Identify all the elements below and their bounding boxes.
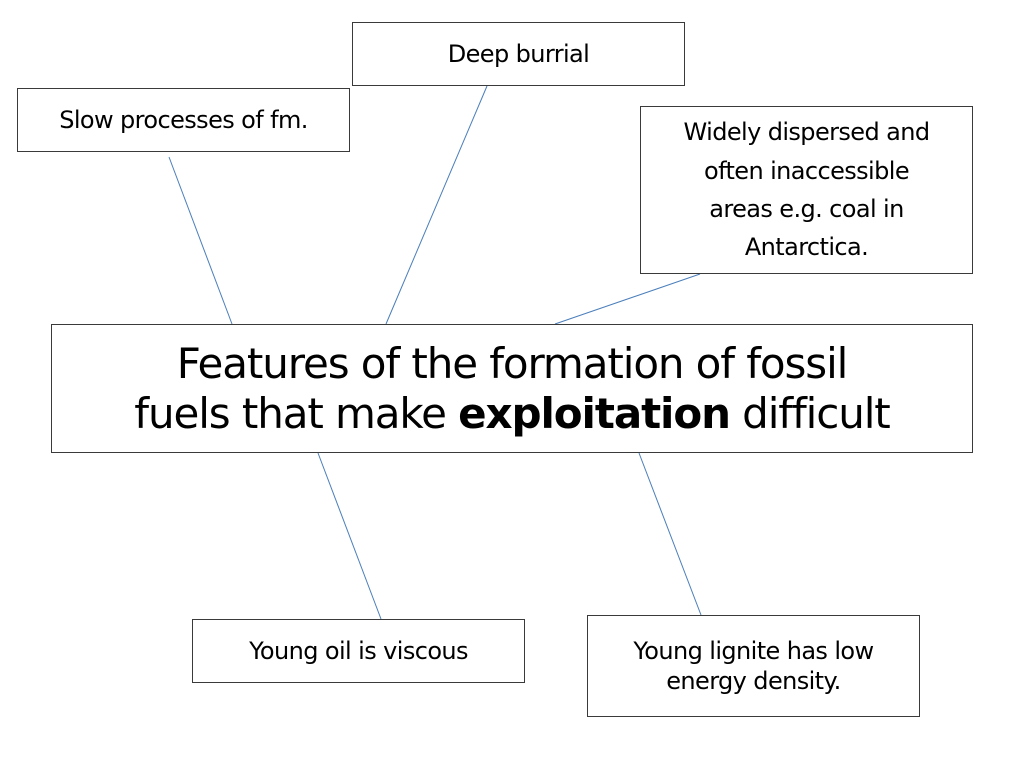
node-young-oil: Young oil is viscous: [192, 619, 525, 683]
node-young-lignite-text: Young lignite has low energy density.: [633, 637, 874, 695]
node-young-oil-text: Young oil is viscous: [249, 637, 468, 665]
connector-slow-processes: [168, 156, 233, 325]
node-slow-processes-text: Slow processes of fm.: [59, 106, 308, 134]
node-deep-burrial: Deep burrial: [352, 22, 685, 86]
connector-deep-burrial: [385, 85, 488, 325]
connector-young-oil: [317, 452, 382, 620]
central-bold-word: exploitation: [458, 388, 731, 438]
node-deep-burrial-text: Deep burrial: [447, 40, 590, 68]
central-line-2-start: fuels that make: [134, 388, 459, 438]
node-widely-dispersed: Widely dispersed and often inaccessible …: [640, 106, 973, 274]
connector-widely-dispersed: [554, 273, 701, 325]
central-line-1: Features of the formation of fossil: [176, 338, 849, 388]
connector-young-lignite: [638, 452, 702, 616]
node-young-lignite: Young lignite has low energy density.: [587, 615, 920, 717]
node-widely-dispersed-text: Widely dispersed and often inaccessible …: [683, 118, 931, 262]
node-slow-processes: Slow processes of fm.: [17, 88, 350, 152]
central-line-2-end: difficult: [729, 388, 891, 438]
